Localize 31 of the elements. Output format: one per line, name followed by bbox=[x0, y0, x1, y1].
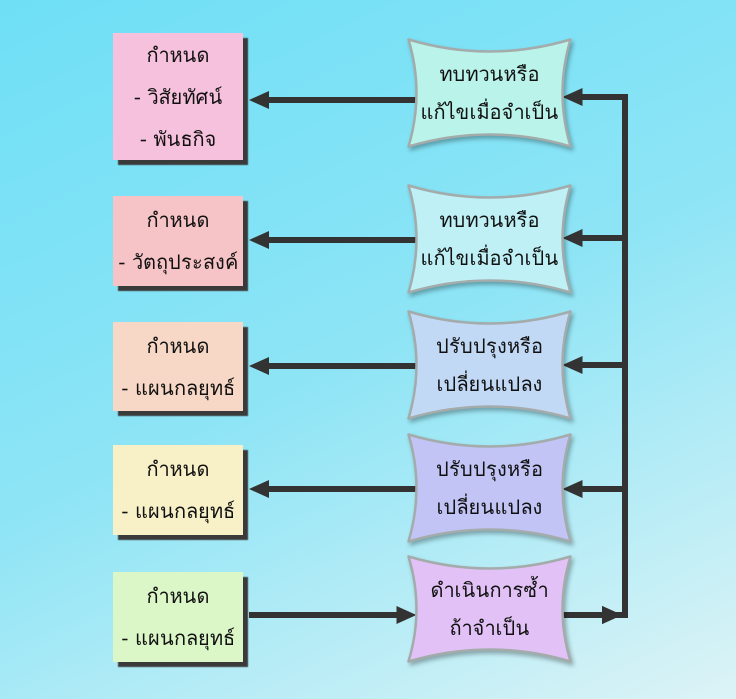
arrow bbox=[249, 480, 416, 498]
list-item: - แผนกลยุทธ์ bbox=[121, 374, 235, 402]
heading-text: กำหนด bbox=[146, 207, 210, 234]
list-item: - พันธกิจ bbox=[140, 126, 216, 152]
heading-text: กำหนด bbox=[146, 332, 210, 360]
label-text: ปรับปรุงหรือเปลี่ยนแปลง bbox=[435, 456, 544, 521]
note-box bbox=[113, 196, 243, 286]
concave-box bbox=[407, 555, 572, 663]
concave-box bbox=[407, 184, 572, 294]
label-text: ทบทวนหรือแก้ไขเมื่อจำเป็น bbox=[420, 61, 560, 126]
list-item: - แผนกลยุทธ์ bbox=[121, 625, 235, 652]
list-item: - วัตถุประสงค์ bbox=[118, 249, 238, 276]
arrow bbox=[249, 357, 416, 375]
heading-text: กำหนด bbox=[146, 456, 210, 483]
arrow bbox=[249, 606, 416, 624]
heading-text: กำหนด bbox=[146, 42, 210, 68]
concave-box bbox=[407, 310, 572, 420]
note-box bbox=[113, 572, 243, 662]
label-text: ทบทวนหรือแก้ไขเมื่อจำเป็น bbox=[420, 207, 560, 272]
note-box bbox=[113, 445, 243, 535]
list-item: - แผนกลยุทธ์ bbox=[121, 498, 235, 525]
list-item: - วิสัยทัศน์ bbox=[134, 84, 222, 110]
concave-box bbox=[407, 433, 572, 543]
arrow bbox=[249, 91, 416, 109]
concave-box bbox=[407, 38, 572, 148]
note-box bbox=[113, 33, 243, 160]
heading-text: กำหนด bbox=[146, 583, 210, 610]
label-text: ดำเนินการซ้ำถ้าจำเป็น bbox=[426, 571, 554, 647]
note-box bbox=[113, 322, 243, 411]
label-text: ปรับปรุงหรือเปลี่ยนแปลง bbox=[435, 333, 544, 398]
arrow bbox=[249, 231, 416, 249]
